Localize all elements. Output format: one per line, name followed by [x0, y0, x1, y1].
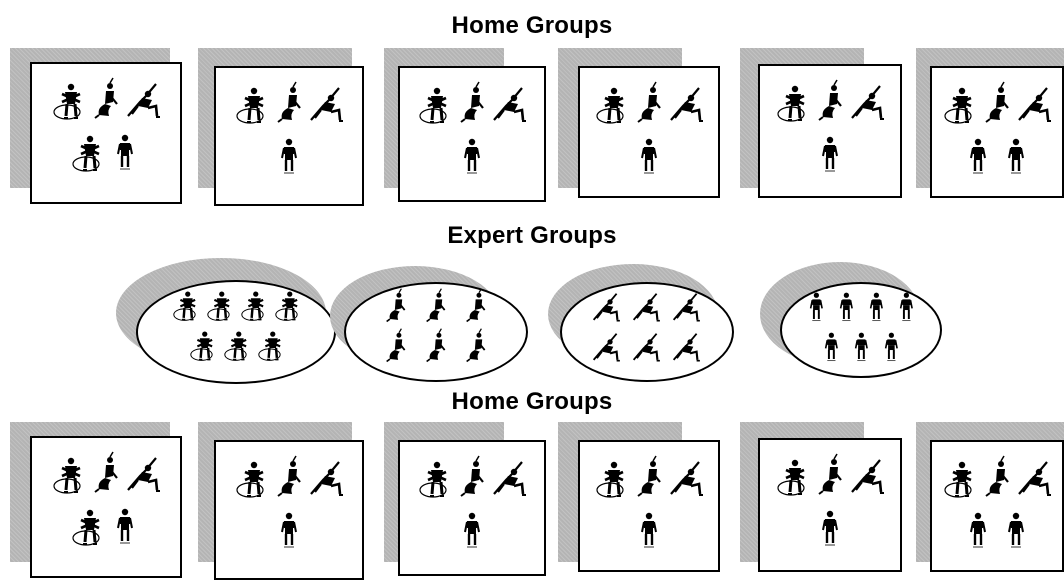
hoop-figure-icon: [53, 456, 83, 494]
stretch-figure-icon: [492, 86, 528, 124]
standing-figure-icon: [640, 512, 658, 550]
expert-group-1: [136, 280, 336, 384]
standing-figure-icon: [821, 136, 839, 174]
standing-figure-icon: [969, 138, 987, 176]
expert-group-2: [344, 282, 528, 382]
stretch-figure-icon: [126, 82, 162, 120]
home-group-top-card-5: [758, 64, 902, 198]
home-groups-title-bottom: Home Groups: [451, 388, 613, 415]
expert-groups-title: Expert Groups: [447, 222, 617, 249]
kneeling-figure-icon: [817, 453, 843, 496]
home-group-bottom-card-4: [578, 440, 720, 572]
hoop-figure-icon: [207, 290, 232, 321]
kneeling-figure-icon: [459, 81, 485, 124]
kneeling-figure-icon: [93, 77, 119, 120]
home-group-bottom-card-6: [930, 440, 1064, 572]
stretch-figure-icon: [492, 460, 528, 498]
kneeling-figure-icon: [636, 81, 662, 124]
hoop-figure-icon: [241, 290, 266, 321]
stretch-figure-icon: [850, 84, 886, 122]
stretch-figure-icon: [632, 292, 662, 323]
kneeling-figure-icon: [817, 79, 843, 122]
home-group-bottom-card-1: [30, 436, 182, 578]
kneeling-figure-icon: [93, 451, 119, 494]
hoop-figure-icon: [419, 86, 449, 124]
standing-figure-icon: [280, 138, 298, 176]
kneeling-figure-icon: [465, 328, 486, 363]
kneeling-figure-icon: [984, 81, 1010, 124]
home-groups-title-top: Home Groups: [451, 12, 613, 39]
kneeling-figure-icon: [425, 288, 446, 323]
expert-group-3: [560, 282, 734, 382]
hoop-figure-icon: [236, 460, 266, 498]
hoop-figure-icon: [173, 290, 198, 321]
stretch-figure-icon: [592, 292, 622, 323]
standing-figure-icon: [1007, 138, 1025, 176]
standing-figure-icon: [116, 508, 134, 546]
kneeling-figure-icon: [984, 455, 1010, 498]
home-group-bottom-card-5: [758, 438, 902, 572]
home-group-top-card-6: [930, 66, 1064, 198]
standing-figure-icon: [821, 510, 839, 548]
stretch-figure-icon: [309, 86, 345, 124]
stretch-figure-icon: [592, 332, 622, 363]
hoop-figure-icon: [596, 86, 626, 124]
kneeling-figure-icon: [465, 288, 486, 323]
stretch-figure-icon: [669, 86, 705, 124]
expert-group-4: [780, 282, 942, 378]
hoop-figure-icon: [777, 458, 807, 496]
standing-figure-icon: [824, 332, 839, 363]
stretch-figure-icon: [632, 332, 662, 363]
hoop-figure-icon: [944, 86, 974, 124]
stretch-figure-icon: [1017, 460, 1053, 498]
home-group-top-card-4: [578, 66, 720, 198]
kneeling-figure-icon: [636, 455, 662, 498]
standing-figure-icon: [839, 292, 854, 323]
standing-figure-icon: [463, 138, 481, 176]
standing-figure-icon: [463, 512, 481, 550]
stretch-figure-icon: [672, 292, 702, 323]
standing-figure-icon: [884, 332, 899, 363]
hoop-figure-icon: [419, 460, 449, 498]
stretch-figure-icon: [850, 458, 886, 496]
hoop-figure-icon: [258, 330, 283, 361]
standing-figure-icon: [809, 292, 824, 323]
hoop-figure-icon: [72, 134, 102, 172]
hoop-figure-icon: [53, 82, 83, 120]
stretch-figure-icon: [1017, 86, 1053, 124]
kneeling-figure-icon: [385, 288, 406, 323]
kneeling-figure-icon: [425, 328, 446, 363]
standing-figure-icon: [869, 292, 884, 323]
standing-figure-icon: [899, 292, 914, 323]
hoop-figure-icon: [72, 508, 102, 546]
stretch-figure-icon: [669, 460, 705, 498]
standing-figure-icon: [969, 512, 987, 550]
hoop-figure-icon: [944, 460, 974, 498]
stretch-figure-icon: [126, 456, 162, 494]
kneeling-figure-icon: [276, 455, 302, 498]
standing-figure-icon: [854, 332, 869, 363]
standing-figure-icon: [280, 512, 298, 550]
hoop-figure-icon: [596, 460, 626, 498]
hoop-figure-icon: [224, 330, 249, 361]
kneeling-figure-icon: [459, 455, 485, 498]
standing-figure-icon: [1007, 512, 1025, 550]
kneeling-figure-icon: [385, 328, 406, 363]
stretch-figure-icon: [672, 332, 702, 363]
hoop-figure-icon: [236, 86, 266, 124]
standing-figure-icon: [640, 138, 658, 176]
hoop-figure-icon: [777, 84, 807, 122]
standing-figure-icon: [116, 134, 134, 172]
hoop-figure-icon: [275, 290, 300, 321]
stretch-figure-icon: [309, 460, 345, 498]
home-group-top-card-1: [30, 62, 182, 204]
kneeling-figure-icon: [276, 81, 302, 124]
hoop-figure-icon: [190, 330, 215, 361]
